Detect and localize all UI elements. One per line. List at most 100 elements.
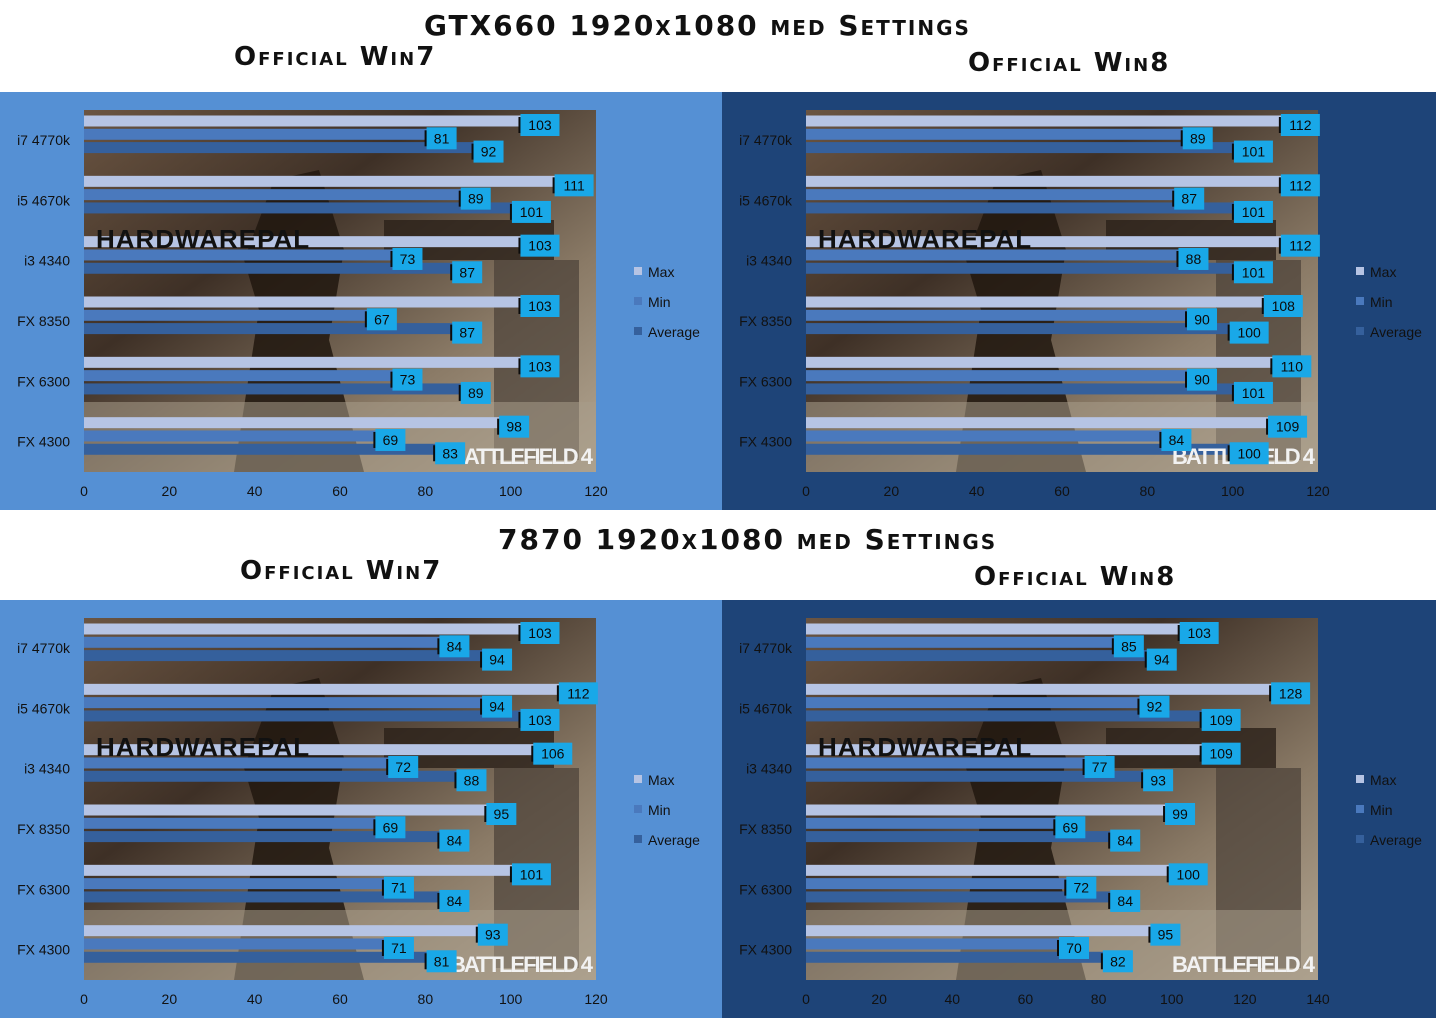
data-label-fx-8350-average: 84: [447, 833, 463, 849]
data-label-tick-i5-4670k-average: [509, 203, 513, 220]
data-label-box-fx-6300-min: [1066, 876, 1097, 899]
data-label-i3-4340-max: 112: [1289, 238, 1312, 254]
x-tick-label-100: 100: [1221, 483, 1245, 499]
bar-fx-6300-average: [84, 383, 464, 395]
data-label-box-i5-4670k-average: [520, 708, 560, 731]
data-label-i5-4670k-max: 112: [1289, 177, 1312, 193]
bar-fx-4300-average: [806, 951, 1106, 963]
data-label-tick-fx-6300-max: [1270, 358, 1274, 375]
data-label-box-fx-6300-max: [520, 355, 560, 378]
gtx660-win7-subtitle: Official Win7: [234, 42, 437, 72]
legend-label-min: Min: [648, 294, 671, 310]
category-label-i5-4670k: i5 4670k: [739, 700, 793, 716]
data-label-i3-4340-min: 88: [1186, 251, 1202, 267]
data-label-fx-6300-min: 72: [1074, 880, 1090, 896]
data-label-box-fx-4300-min: [383, 936, 414, 959]
data-label-box-fx-6300-min: [392, 368, 423, 391]
data-label-box-fx-8350-min: [1055, 816, 1086, 839]
data-label-tick-fx-8350-max: [1163, 806, 1167, 822]
data-label-box-fx-8350-average: [452, 321, 483, 344]
data-label-tick-i7-4770k-max: [1278, 117, 1282, 133]
data-label-tick-i7-4770k-min: [424, 130, 428, 147]
legend-label-average: Average: [1370, 832, 1422, 848]
data-label-tick-i7-4770k-average: [471, 143, 475, 160]
bar-i7-4770k-average: [84, 142, 477, 154]
legend-label-max: Max: [648, 264, 674, 280]
data-label-i7-4770k-min: 84: [447, 638, 463, 654]
data-label-box-fx-8350-max: [1263, 295, 1303, 317]
bar-i5-4670k-max: [84, 683, 562, 695]
bar-i3-4340-average: [84, 262, 456, 274]
data-label-fx-6300-max: 100: [1177, 866, 1201, 882]
data-label-tick-i7-4770k-max: [1177, 625, 1181, 641]
data-label-tick-i3-4340-max: [1199, 745, 1203, 762]
bar-i3-4340-max: [806, 744, 1205, 756]
data-label-box-i3-4340-min: [1084, 755, 1115, 778]
data-label-fx-4300-average: 83: [442, 445, 458, 461]
data-label-fx-4300-min: 71: [391, 940, 407, 956]
data-label-tick-i5-4670k-min: [1137, 698, 1141, 715]
bar-fx-8350-average: [84, 323, 456, 335]
x-tick-label-0: 0: [802, 991, 810, 1007]
bar-i7-4770k-max: [84, 115, 524, 127]
data-label-box-fx-6300-max: [1272, 355, 1312, 378]
bar-i7-4770k-max: [84, 623, 524, 635]
bar-fx-8350-min: [806, 817, 1059, 829]
bar-i7-4770k-average: [84, 650, 486, 662]
data-label-tick-fx-4300-average: [1227, 445, 1231, 462]
data-label-i7-4770k-max: 103: [528, 625, 552, 641]
data-label-fx-8350-min: 69: [383, 819, 399, 835]
data-label-fx-8350-max: 103: [528, 298, 552, 314]
bar-i3-4340-max: [84, 744, 537, 756]
bar-fx-8350-max: [806, 804, 1169, 816]
data-label-i7-4770k-min: 85: [1121, 638, 1137, 654]
category-label-i3-4340: i3 4340: [24, 253, 70, 269]
category-label-fx-4300: FX 4300: [739, 434, 792, 450]
hardwarepal-watermark: HARDWAREPAL: [96, 224, 310, 254]
data-label-tick-fx-6300-average: [1231, 384, 1235, 401]
data-label-box-i5-4670k-min: [1139, 695, 1170, 718]
data-label-i7-4770k-average: 94: [1154, 652, 1170, 668]
bar-i7-4770k-min: [806, 636, 1117, 648]
data-label-box-i3-4340-min: [392, 247, 423, 270]
data-label-i3-4340-average: 88: [464, 772, 480, 788]
bar-i7-4770k-max: [806, 115, 1284, 127]
x-tick-label-60: 60: [1018, 991, 1034, 1007]
x-tick-label-40: 40: [247, 991, 263, 1007]
data-label-box-fx-4300-average: [1102, 950, 1133, 973]
bar-i3-4340-average: [84, 770, 460, 782]
category-label-i3-4340: i3 4340: [746, 253, 792, 269]
data-label-tick-i7-4770k-min: [437, 638, 441, 655]
x-tick-label-40: 40: [247, 483, 263, 499]
data-label-fx-8350-max: 95: [494, 806, 510, 822]
x-tick-label-60: 60: [332, 991, 348, 1007]
legend-swatch-max: [1356, 775, 1364, 783]
data-label-i3-4340-max: 106: [541, 746, 565, 762]
data-label-i5-4670k-max: 128: [1279, 685, 1303, 701]
bar-i7-4770k-max: [806, 623, 1183, 635]
bar-fx-6300-min: [84, 878, 387, 890]
data-label-i3-4340-max: 109: [1209, 746, 1233, 762]
data-label-fx-4300-min: 70: [1066, 940, 1082, 956]
data-label-fx-6300-min: 71: [391, 880, 407, 896]
battlefield4-logo: BATTLEFIELD 4: [1172, 952, 1316, 977]
bar-fx-4300-min: [806, 938, 1062, 950]
bar-fx-8350-max: [84, 804, 490, 816]
legend-swatch-min: [634, 805, 642, 813]
category-label-i5-4670k: i5 4670k: [739, 192, 793, 208]
x-tick-label-80: 80: [418, 991, 434, 1007]
data-label-i3-4340-min: 72: [395, 759, 411, 775]
data-label-i7-4770k-max: 112: [1289, 117, 1312, 133]
data-label-box-i5-4670k-average: [1201, 708, 1241, 731]
data-label-box-fx-6300-max: [511, 863, 551, 886]
legend-label-min: Min: [1370, 294, 1393, 310]
data-label-tick-fx-4300-max: [1266, 418, 1270, 435]
bar-i3-4340-average: [806, 262, 1237, 274]
r7870-title: 7870 1920x1080 med Settings: [498, 523, 998, 556]
legend-label-average: Average: [648, 324, 700, 340]
data-label-i7-4770k-average: 94: [489, 652, 505, 668]
bar-i7-4770k-min: [84, 636, 443, 648]
data-label-i7-4770k-min: 89: [1190, 130, 1206, 146]
x-tick-label-0: 0: [802, 483, 810, 499]
data-label-box-fx-4300-average: [426, 950, 457, 973]
